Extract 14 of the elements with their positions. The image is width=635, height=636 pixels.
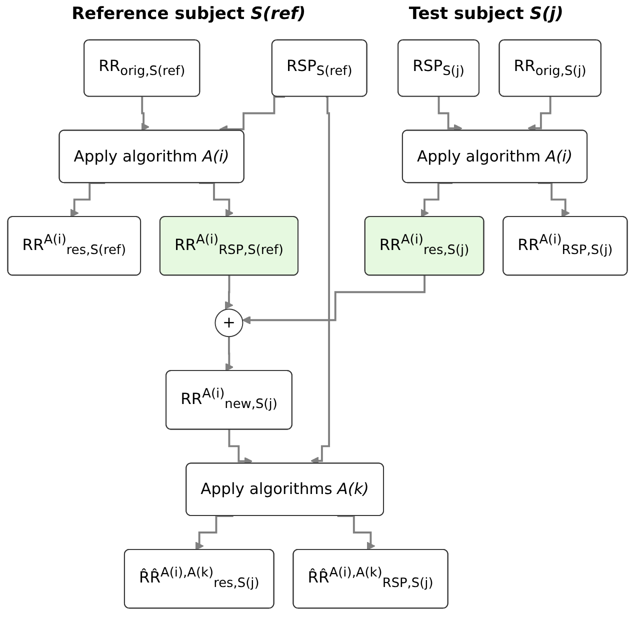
- arrow: [225, 336, 234, 372]
- column-heading: Reference subject S(ref): [72, 4, 306, 24]
- arrow: [140, 96, 150, 132]
- arrow: [310, 96, 330, 466]
- column-heading: Test subject S(j): [408, 4, 564, 24]
- arrow: [70, 182, 106, 218]
- arrow: [195, 515, 234, 550]
- arrow: [242, 274, 426, 324]
- node-circle: +: [214, 308, 244, 338]
- arrow: [538, 182, 570, 218]
- arrow: [199, 182, 234, 218]
- arrow: [337, 515, 376, 550]
- arrow: [420, 182, 452, 218]
- arrow: [224, 274, 234, 310]
